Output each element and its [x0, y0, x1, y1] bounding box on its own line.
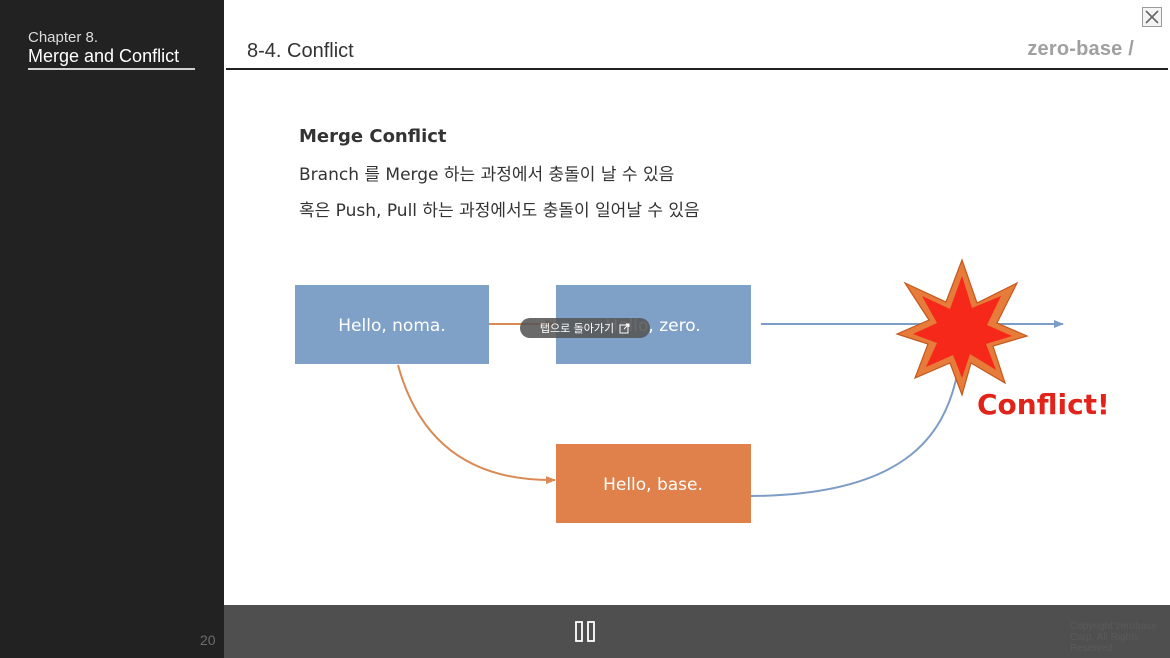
box-hello-base — [556, 444, 751, 523]
external-link-icon — [619, 323, 630, 333]
arrow-noma-to-base — [397, 364, 556, 485]
pause-icon — [575, 621, 595, 642]
bullet-line-2: 혹은 Push, Pull 하는 과정에서도 충돌이 일어날 수 있음 — [299, 201, 700, 221]
conflict-label: Conflict! — [977, 388, 1110, 421]
box-hello-noma — [295, 285, 489, 364]
player-footer: 20 Copyright zerobase Corp. All Rights R… — [0, 605, 1170, 658]
title-divider — [226, 68, 1168, 70]
chapter-label: Chapter 8. — [28, 29, 99, 46]
bullet-line-1: Branch 를 Merge 하는 과정에서 충돌이 날 수 있음 — [299, 165, 675, 185]
box-hello-base-label: Hello, base. — [603, 475, 703, 495]
arrow-base-to-conflict — [750, 369, 959, 497]
back-to-tab-tooltip[interactable]: 탭으로 돌아가기 — [520, 318, 650, 338]
close-icon — [1145, 10, 1159, 24]
sidebar: Chapter 8. Merge and Conflict — [0, 0, 224, 605]
merge-conflict-heading: Merge Conflict — [299, 126, 447, 147]
player-controls: Copyright zerobase Corp. All Rights Rese… — [224, 605, 1170, 658]
box-hello-noma-label: Hello, noma. — [338, 316, 445, 336]
page-number: 20 — [200, 632, 216, 648]
conflict-star-inner — [913, 276, 1012, 378]
chapter-title: Merge and Conflict — [28, 46, 195, 70]
slide: 8-4. Conflict zero-base / Merge Conflict… — [224, 0, 1170, 605]
conflict-diagram: Hello, noma. Hello, zero. Hello, base. C… — [295, 258, 1110, 523]
slide-title: 8-4. Conflict — [247, 40, 354, 62]
pause-button[interactable] — [574, 619, 598, 645]
copyright-text: Copyright zerobase Corp. All Rights Rese… — [1070, 621, 1157, 654]
brand-logo: zero-base / — [1027, 38, 1134, 60]
close-button[interactable] — [1142, 7, 1162, 27]
back-to-tab-label: 탭으로 돌아가기 — [539, 322, 615, 335]
